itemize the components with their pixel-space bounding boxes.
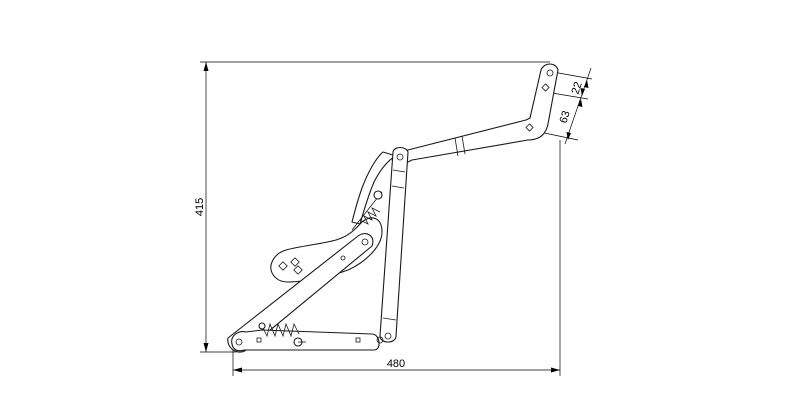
diagonal-arm-pivot-top: [361, 238, 369, 246]
base-bracket: [231, 329, 384, 352]
height-arrow-top: [203, 62, 209, 71]
strut-pivot-bottom: [384, 332, 392, 340]
curved-link: [351, 151, 397, 225]
height-arrow-bottom: [203, 343, 209, 352]
upper-spring: [351, 190, 383, 231]
hole-spacing-dimensions: 22 63: [529, 67, 593, 145]
strut-pivot-top: [396, 153, 404, 161]
base-slot-1: [256, 337, 262, 343]
upper-spring-eye: [373, 190, 383, 200]
upper-spring-coils: [359, 207, 381, 225]
diagonal-arm-outline: [227, 233, 374, 353]
strut-line-2: [391, 185, 405, 189]
mounting-plate: [270, 217, 383, 283]
hole-arrow-c: [578, 99, 583, 107]
upper-lever-outline: [399, 63, 559, 165]
width-dimension-label: 480: [387, 358, 405, 370]
upper-lever-band-2: [461, 135, 466, 155]
diagonal-lower-arm: [227, 233, 374, 353]
width-dimension: 480: [232, 140, 561, 376]
width-arrow-right: [551, 367, 560, 373]
curved-link-outline: [351, 151, 397, 225]
strut-line-1: [392, 169, 406, 173]
hole-arrow-b: [580, 88, 585, 96]
plate-hole-1: [278, 261, 288, 271]
vertical-strut-outline: [379, 146, 409, 343]
plate-hole-2: [290, 257, 300, 267]
base-pivot-right: [376, 336, 384, 344]
lever-hole-middle: [541, 83, 550, 92]
base-bracket-outline: [231, 329, 380, 352]
lever-hole-bottom: [525, 123, 534, 132]
diagonal-arm-hole-mid: [340, 255, 346, 261]
hole-spacing-bottom-label: 63: [558, 109, 573, 124]
strut-line-3: [382, 317, 397, 321]
hole-arrow-a: [584, 80, 589, 88]
hole-extension-1: [552, 71, 593, 80]
vertical-strut: [379, 146, 409, 343]
height-dimension: 415: [194, 61, 550, 353]
plate-hole-3: [293, 265, 303, 275]
lower-spring-coils: [261, 322, 300, 338]
height-dimension-label: 415: [194, 198, 206, 216]
hole-spacing-top-label: 22: [570, 80, 585, 95]
base-slot-2: [355, 337, 361, 343]
lower-spring-eye: [258, 322, 266, 330]
hole-arrow-d: [566, 132, 571, 140]
upper-lever-band-1: [454, 137, 459, 157]
upper-lever-arm: [399, 63, 559, 165]
base-pivot-left: [235, 338, 243, 346]
lever-hole-top: [546, 69, 554, 77]
width-arrow-left: [233, 367, 242, 373]
lower-spring: [258, 322, 306, 347]
